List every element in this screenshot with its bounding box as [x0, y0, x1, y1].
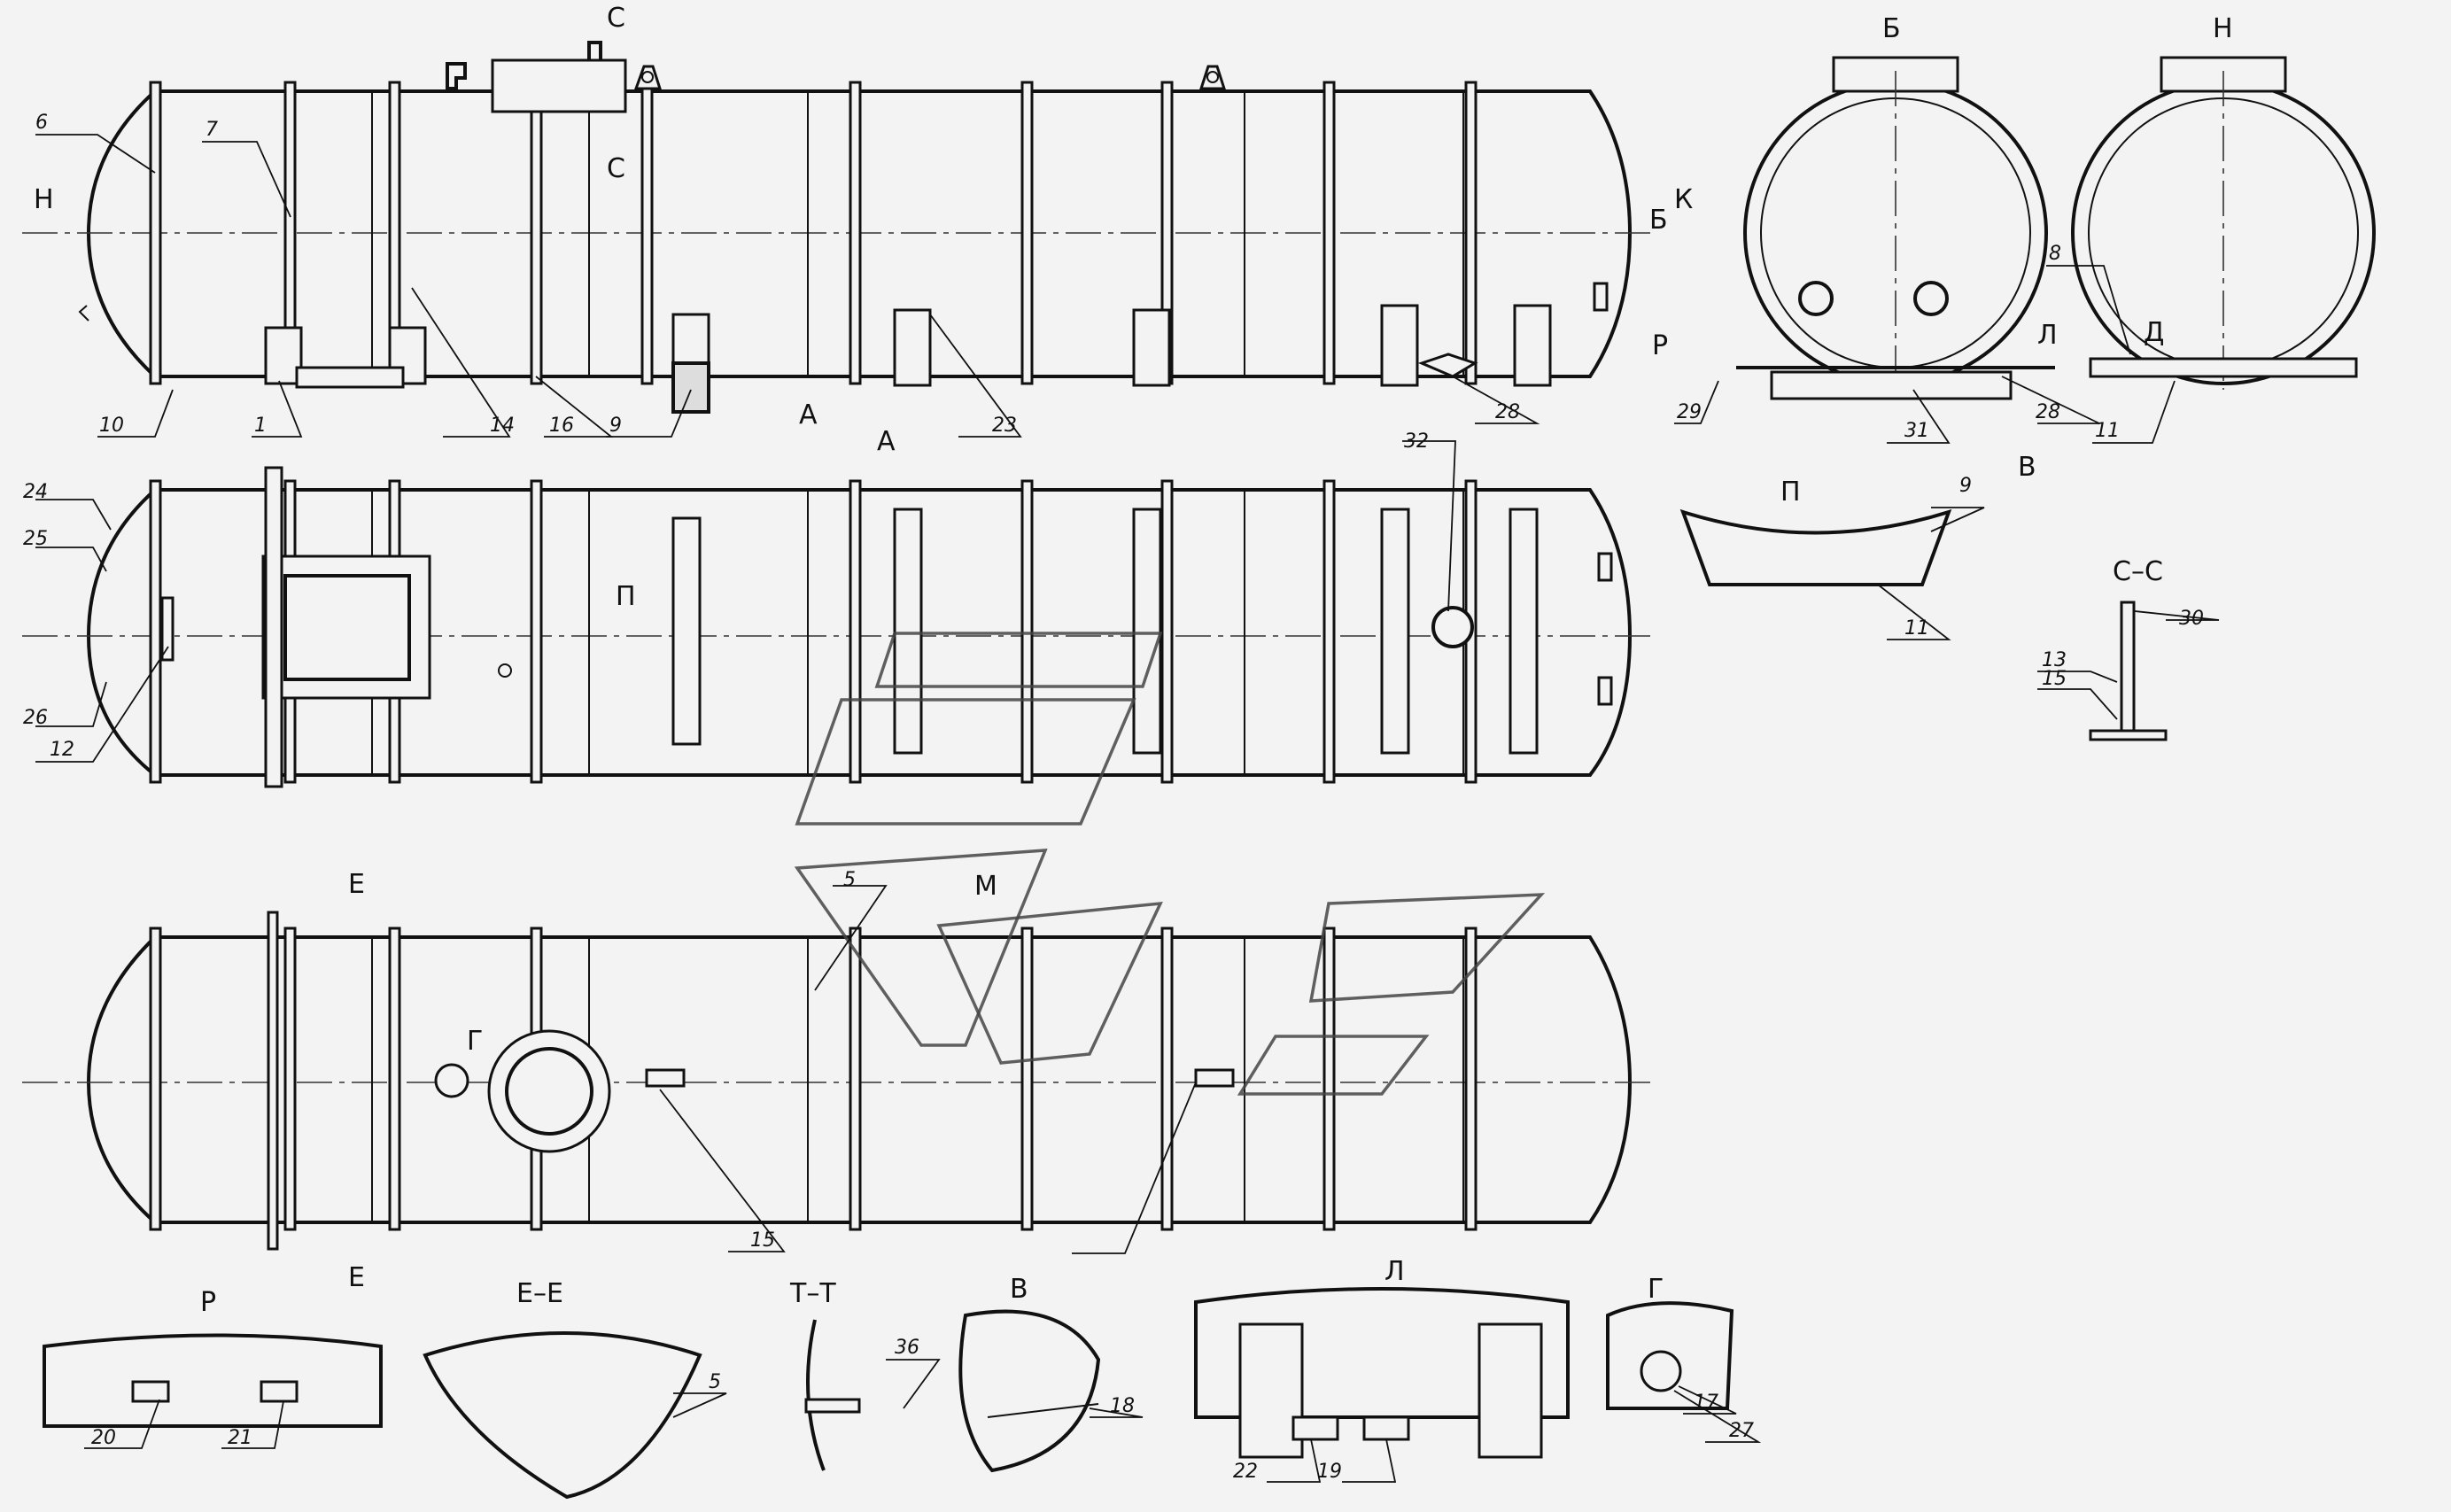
detail-g: [1606, 1301, 1734, 1410]
section-cc: [2089, 601, 2168, 741]
svg-text:А: А: [799, 399, 818, 430]
svg-text:Т–Т: Т–Т: [789, 1278, 836, 1309]
svg-text:Р: Р: [1652, 330, 1668, 361]
svg-text:П: П: [1780, 477, 1801, 508]
svg-text:19: 19: [1317, 1461, 1342, 1483]
section-ee: [423, 1331, 702, 1500]
svg-text:5: 5: [843, 869, 856, 891]
svg-text:24: 24: [23, 481, 48, 503]
leader-lines: [35, 134, 2220, 1483]
plan-view: [22, 466, 1656, 788]
svg-text:Г: Г: [1648, 1274, 1664, 1305]
svg-text:Н: Н: [2213, 13, 2233, 44]
svg-text:27: 27: [1729, 1420, 1754, 1442]
side-view: [22, 41, 1656, 414]
svg-text:9: 9: [1959, 475, 1972, 497]
detail-v: [958, 1309, 1101, 1473]
svg-text:6: 6: [35, 112, 48, 134]
svg-text:Д: Д: [2144, 317, 2164, 348]
bottom-view: [22, 911, 1656, 1251]
svg-text:Е–Е: Е–Е: [516, 1278, 563, 1309]
svg-text:В: В: [2018, 452, 2036, 483]
svg-text:А: А: [877, 426, 896, 457]
svg-text:15: 15: [2042, 668, 2067, 690]
svg-text:7: 7: [206, 119, 218, 141]
svg-text:14: 14: [490, 415, 515, 437]
svg-text:28: 28: [2036, 401, 2060, 423]
svg-text:5: 5: [709, 1371, 721, 1393]
svg-text:28: 28: [1495, 401, 1520, 423]
svg-text:С–С: С–С: [2113, 556, 2163, 587]
watermark-logo: [794, 632, 1546, 1096]
svg-text:12: 12: [50, 739, 74, 761]
detail-l: [1194, 1287, 1570, 1459]
end-view-b: [1736, 56, 2055, 400]
svg-text:9: 9: [609, 415, 622, 437]
section-p: [1679, 508, 1952, 586]
svg-text:Л: Л: [2037, 320, 2058, 351]
svg-text:20: 20: [91, 1427, 116, 1449]
section-tt: [804, 1319, 861, 1471]
svg-text:11: 11: [1904, 617, 1929, 640]
callout-numbers: 6 7 10 1 14 16 9 23 28 29 31 28 8 11 24 …: [23, 112, 2204, 1483]
svg-text:Б: Б: [1649, 205, 1668, 236]
svg-text:Е: Е: [348, 869, 365, 900]
svg-text:Р: Р: [200, 1287, 216, 1318]
svg-text:16: 16: [549, 415, 574, 437]
svg-text:С: С: [607, 3, 625, 34]
detail-r: [43, 1333, 383, 1428]
view-labels: Б Н С С Н Б К Р А А Л Д В П П С–С Е Е М …: [34, 3, 2233, 1318]
svg-text:Е: Е: [348, 1262, 365, 1293]
svg-text:30: 30: [2179, 608, 2204, 630]
svg-text:26: 26: [23, 707, 48, 729]
svg-text:17: 17: [1694, 1392, 1718, 1414]
svg-text:22: 22: [1233, 1461, 1258, 1483]
svg-text:Б: Б: [1882, 13, 1901, 44]
svg-text:15: 15: [750, 1229, 775, 1252]
svg-text:32: 32: [1404, 430, 1429, 453]
svg-text:Н: Н: [34, 184, 54, 215]
svg-text:18: 18: [1110, 1395, 1135, 1417]
svg-text:23: 23: [992, 415, 1017, 437]
svg-text:М: М: [974, 871, 997, 902]
end-view-n: [2071, 56, 2376, 390]
svg-text:С: С: [607, 153, 625, 184]
svg-text:Г: Г: [467, 1026, 483, 1057]
svg-text:11: 11: [2095, 420, 2120, 442]
svg-text:1: 1: [254, 415, 267, 437]
svg-text:21: 21: [228, 1427, 252, 1449]
svg-text:36: 36: [895, 1337, 919, 1359]
svg-text:31: 31: [1904, 420, 1929, 442]
svg-text:10: 10: [99, 415, 124, 437]
svg-text:В: В: [1010, 1274, 1028, 1305]
svg-text:8: 8: [2049, 243, 2061, 265]
svg-text:Л: Л: [1385, 1256, 1405, 1287]
svg-text:25: 25: [23, 528, 48, 550]
svg-text:13: 13: [2042, 649, 2067, 671]
svg-text:П: П: [616, 581, 636, 612]
svg-text:29: 29: [1677, 401, 1702, 423]
svg-text:К: К: [1674, 184, 1693, 215]
